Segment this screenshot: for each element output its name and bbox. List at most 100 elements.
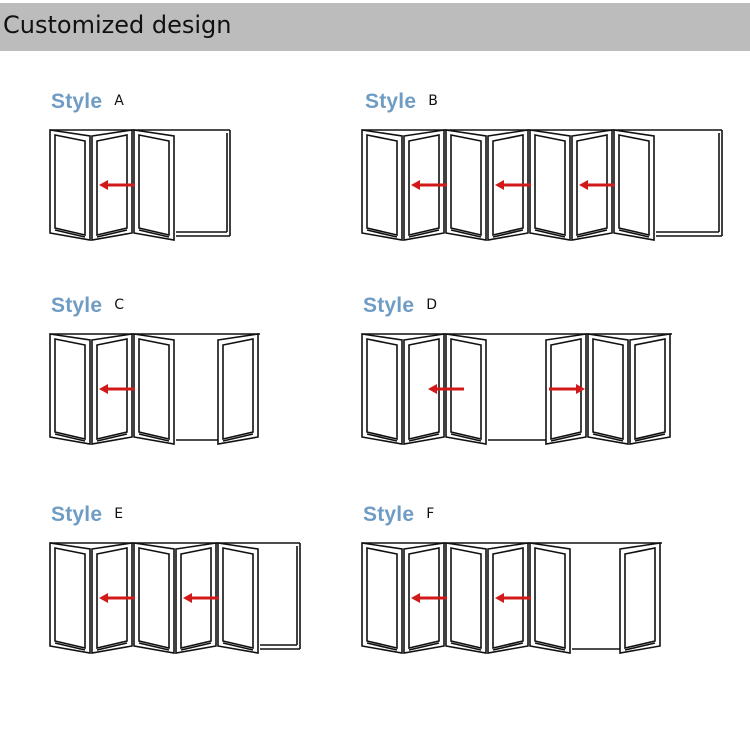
door-panel	[403, 129, 445, 241]
door-panel	[91, 129, 133, 241]
door-diagram-a	[49, 129, 231, 241]
panel-glass	[180, 547, 212, 650]
slide-arrow	[495, 180, 531, 190]
panel-rail	[534, 229, 566, 238]
panel-frame	[445, 333, 487, 445]
panel-rail	[222, 642, 254, 651]
panel-rail	[408, 433, 440, 442]
panel-rail	[534, 642, 566, 651]
panel-glass	[450, 547, 482, 650]
panel-glass	[138, 134, 170, 237]
panel-glass	[576, 134, 608, 237]
panel-glass	[618, 134, 650, 237]
panel-rail	[96, 229, 128, 238]
panel-frame	[529, 542, 571, 654]
style-word: Style	[365, 90, 417, 113]
style-word: Style	[363, 294, 415, 317]
panel-frame	[133, 542, 175, 654]
door-panel	[403, 333, 445, 445]
page-title: Customized design	[3, 11, 232, 39]
panel-rail	[366, 229, 398, 238]
panel-glass	[592, 338, 624, 441]
panel-rail	[408, 229, 440, 238]
door-diagram-e	[49, 542, 301, 654]
panel-rail	[366, 433, 398, 442]
panel-rail	[222, 433, 254, 442]
panel-rail	[96, 642, 128, 651]
slide-arrow	[411, 180, 447, 190]
arrow-head	[428, 384, 437, 394]
panel-frame	[217, 542, 259, 654]
arrow-head	[411, 180, 420, 190]
door-diagram-b	[361, 129, 723, 241]
panel-rail	[180, 642, 212, 651]
slide-arrow	[99, 384, 135, 394]
door-panel	[133, 333, 175, 445]
door-panel	[49, 542, 91, 654]
panel-glass	[450, 134, 482, 237]
panel-frame	[361, 129, 403, 241]
door-panel	[529, 542, 571, 654]
panel-glass	[366, 547, 398, 650]
slide-arrow	[411, 593, 447, 603]
panel-rail	[54, 642, 86, 651]
panel-rail	[550, 433, 582, 442]
panel-frame	[91, 542, 133, 654]
panel-rail	[492, 642, 524, 651]
door-panel	[403, 542, 445, 654]
panel-frame	[445, 542, 487, 654]
panel-frame	[133, 333, 175, 445]
door-panel	[487, 542, 529, 654]
slide-arrow	[549, 384, 585, 394]
panel-frame	[91, 129, 133, 241]
panel-rail	[450, 229, 482, 238]
panel-frame	[545, 333, 587, 445]
door-panel	[361, 129, 403, 241]
arrow-head	[183, 593, 192, 603]
door-panel	[445, 333, 487, 445]
panel-glass	[54, 547, 86, 650]
panel-rail	[450, 433, 482, 442]
panel-glass	[138, 338, 170, 441]
header-bar: Customized design	[0, 3, 750, 51]
panel-glass	[408, 547, 440, 650]
panel-rail	[576, 229, 608, 238]
slide-arrow	[99, 180, 135, 190]
panel-glass	[138, 547, 170, 650]
panel-frame	[175, 542, 217, 654]
panel-glass	[96, 547, 128, 650]
door-panel	[529, 129, 571, 241]
panel-rail	[634, 433, 666, 442]
panel-frame	[445, 129, 487, 241]
panel-frame	[49, 542, 91, 654]
panel-glass	[408, 338, 440, 441]
panel-glass	[222, 547, 254, 650]
door-panel	[49, 333, 91, 445]
panel-glass	[96, 134, 128, 237]
panel-frame	[49, 129, 91, 241]
arrow-head	[495, 180, 504, 190]
door-panel	[445, 542, 487, 654]
panel-frame	[403, 542, 445, 654]
panel-glass	[550, 338, 582, 441]
slide-arrow	[99, 593, 135, 603]
arrow-head	[579, 180, 588, 190]
panel-glass	[534, 547, 566, 650]
door-panel	[217, 333, 259, 445]
panel-rail	[54, 229, 86, 238]
panel-rail	[592, 433, 624, 442]
door-panel	[445, 129, 487, 241]
panel-frame	[91, 333, 133, 445]
arrow-head	[99, 384, 108, 394]
door-panel	[587, 333, 629, 445]
door-panel	[133, 129, 175, 241]
panel-glass	[450, 338, 482, 441]
panel-frame	[49, 333, 91, 445]
panel-frame	[529, 129, 571, 241]
door-panel	[49, 129, 91, 241]
panel-glass	[96, 338, 128, 441]
panel-rail	[450, 642, 482, 651]
